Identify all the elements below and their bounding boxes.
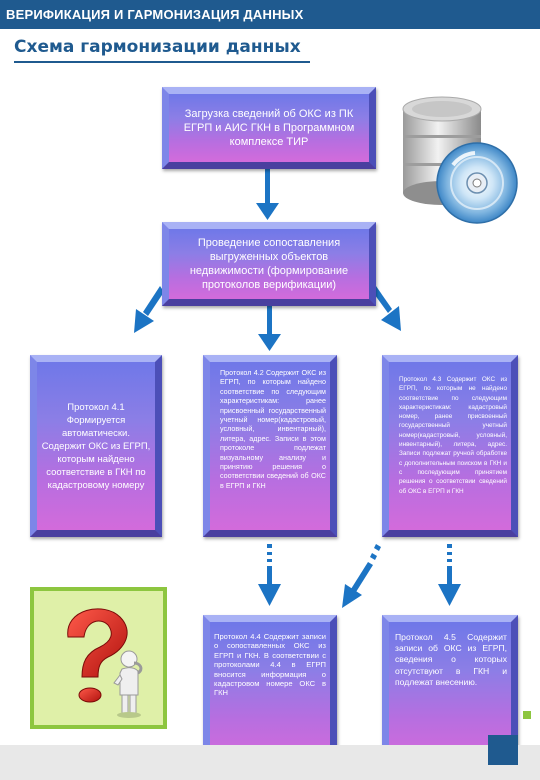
node-protocol-4-2: Протокол 4.2 Содержит ОКС из ЕГРП, по ко…	[203, 355, 337, 537]
decor-blue-square	[488, 735, 518, 765]
node-load-data: Загрузка сведений об ОКС из ПК ЕГРП и АИ…	[162, 87, 376, 169]
arrow-compare-p41	[134, 286, 164, 333]
node-compare-objects: Проведение сопоставления выгруженных объ…	[162, 222, 376, 306]
node-protocol-4-1-text: Протокол 4.1 Формируется автоматически. …	[41, 401, 151, 491]
arrow-compare-p43	[372, 286, 401, 331]
footer-band	[0, 745, 540, 780]
node-protocol-4-2-text: Протокол 4.2 Содержит ОКС из ЕГРП, по ко…	[220, 368, 326, 490]
header-bar: ВЕРИФИКАЦИЯ И ГАРМОНИЗАЦИЯ ДАННЫХ	[0, 0, 540, 29]
arrow-p43-p45	[438, 544, 461, 606]
node-protocol-4-1: Протокол 4.1 Формируется автоматически. …	[30, 355, 162, 537]
subtitle-underline	[14, 61, 310, 63]
node-protocol-4-4: Протокол 4.4 Содержит записи о сопоставл…	[203, 615, 337, 767]
node-protocol-4-3: Протокол 4.3 Содержит ОКС из ЕГРП, по ко…	[382, 355, 518, 537]
node-protocol-4-3-text: Протокол 4.3 Содержит ОКС из ЕГРП, по ко…	[399, 376, 507, 495]
question-illustration-box	[30, 587, 167, 729]
node-load-text: Загрузка сведений об ОКС из ПК ЕГРП и АИ…	[183, 108, 355, 148]
page-subtitle: Схема гармонизации данных	[14, 37, 301, 57]
question-mark-figure-icon	[67, 608, 143, 718]
arrow-compare-p42	[258, 306, 281, 351]
header-title: ВЕРИФИКАЦИЯ И ГАРМОНИЗАЦИЯ ДАННЫХ	[6, 7, 304, 22]
arrow-load-compare	[256, 169, 279, 220]
arrow-p42-p44	[258, 544, 281, 606]
node-protocol-4-4-text: Протокол 4.4 Содержит записи о сопоставл…	[214, 632, 326, 698]
node-protocol-4-5-text: Протокол 4.5 Содержит записи об ОКС из Е…	[395, 632, 507, 687]
decor-green-square	[523, 711, 531, 719]
database-disc-icon	[402, 96, 518, 224]
node-compare-text: Проведение сопоставления выгруженных объ…	[189, 237, 349, 291]
arrow-p43-p44	[342, 544, 381, 608]
